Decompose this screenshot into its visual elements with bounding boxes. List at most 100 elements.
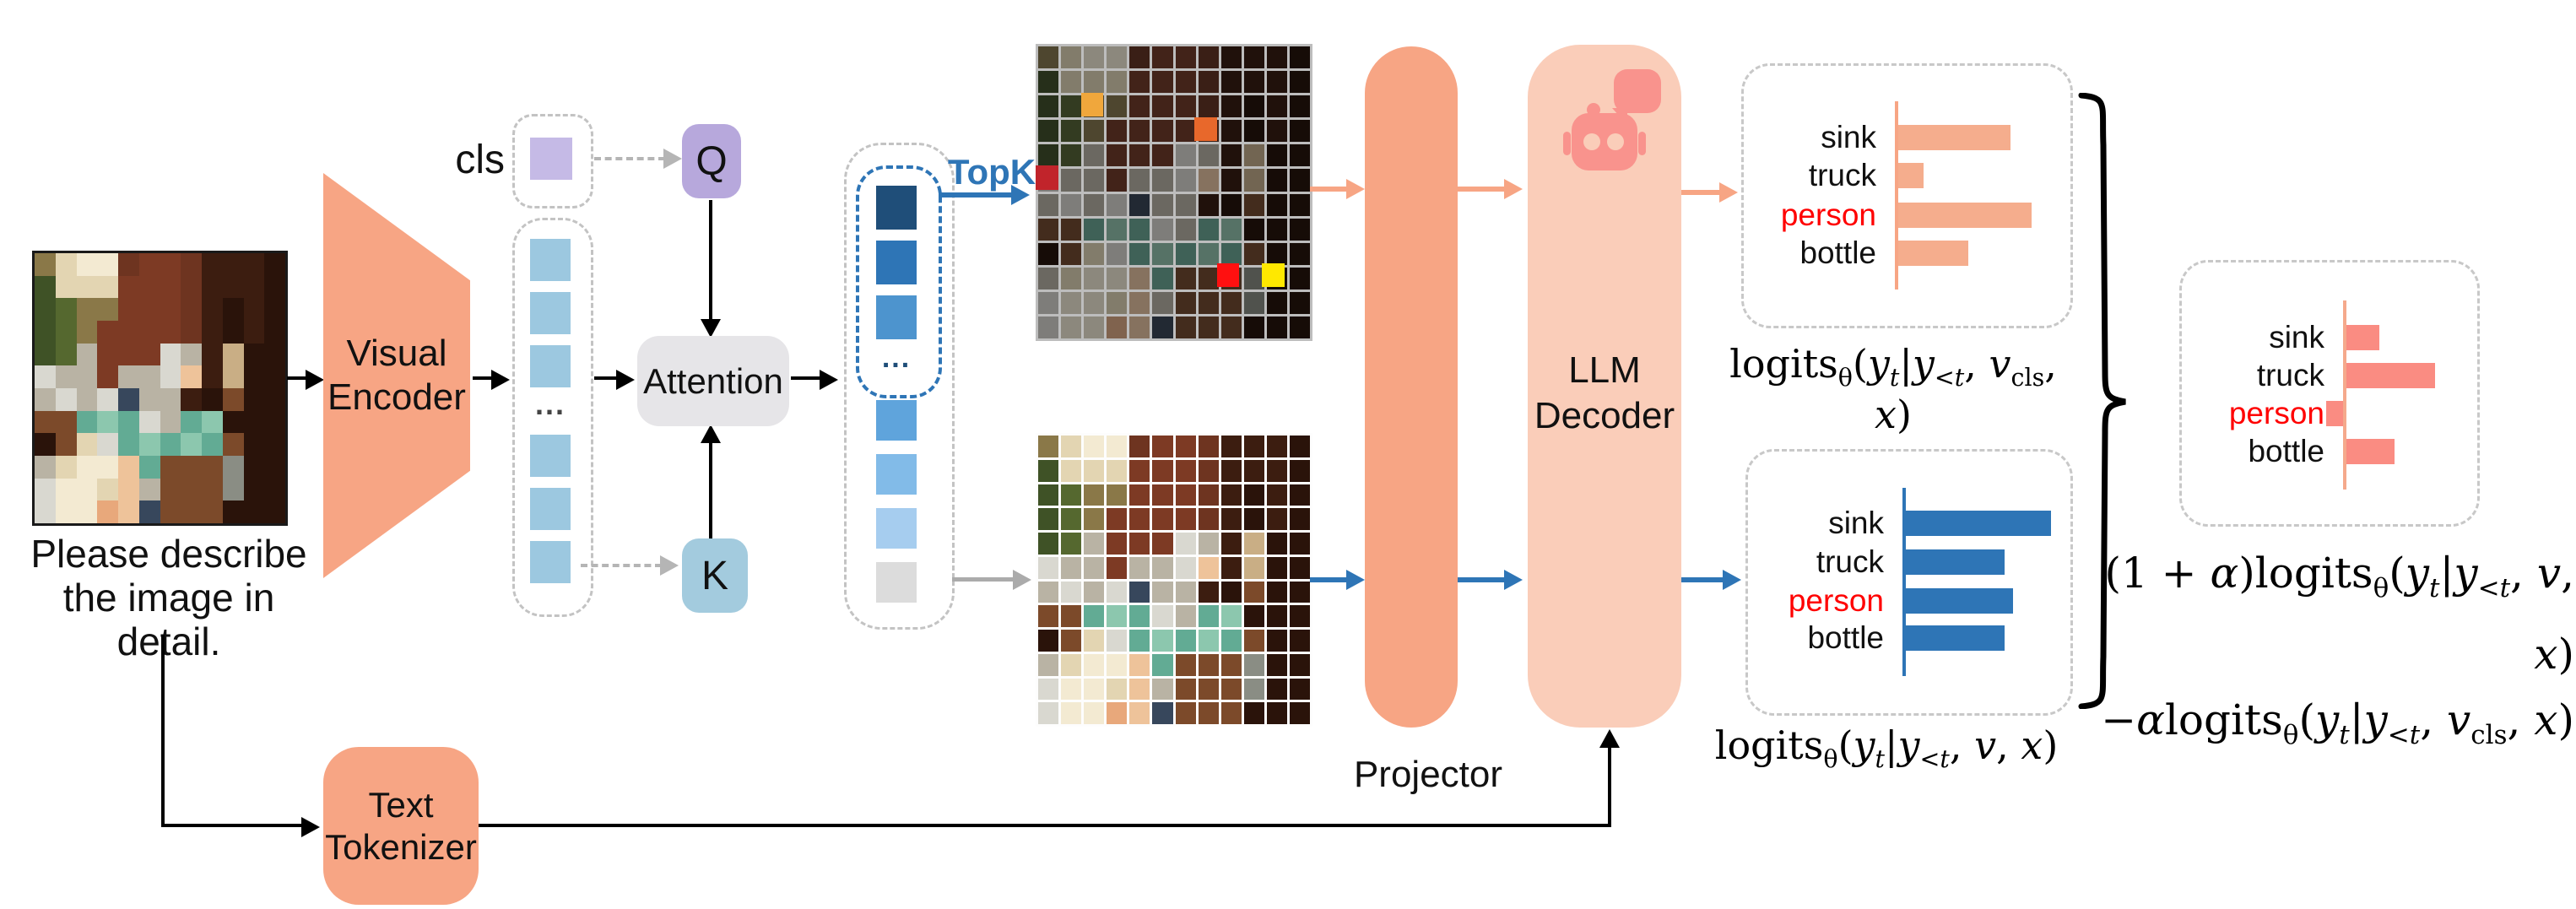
mosaic-cell — [1198, 316, 1219, 338]
mosaic-cell — [76, 253, 98, 276]
mosaic-cell — [1220, 95, 1242, 118]
mosaic-cell — [1220, 436, 1242, 457]
mosaic-cell — [202, 298, 223, 321]
mosaic-cell — [97, 455, 118, 479]
mosaic-cell — [1266, 653, 1287, 676]
mosaic-cell — [1038, 120, 1059, 143]
mosaic-cell — [1061, 533, 1082, 555]
sorted-token — [876, 400, 917, 441]
mosaic-cell — [1220, 291, 1242, 314]
arrow-k-to-attention-head — [701, 425, 721, 443]
mosaic-cell — [1220, 120, 1242, 143]
mosaic-cell — [1175, 267, 1196, 289]
chart-category-label-truck: truck — [1816, 544, 1884, 579]
tokenizer-line-up — [1608, 743, 1611, 827]
mosaic-cell — [1038, 484, 1059, 506]
mosaic-cell — [1243, 436, 1264, 457]
mosaic-cell — [1061, 46, 1082, 69]
mosaic-cell — [76, 365, 98, 388]
mosaic-cell — [1084, 508, 1105, 530]
mosaic-cell — [1198, 533, 1219, 555]
mosaic-cell — [1107, 291, 1128, 314]
mosaic-cell — [1084, 556, 1105, 579]
mosaic-cell — [1175, 120, 1196, 143]
mosaic-cell — [1038, 95, 1059, 118]
mosaic-cell — [97, 500, 118, 523]
chart-category-label-bottle: bottle — [1799, 235, 1876, 270]
cls-logits-formula: logitsθ(yt|y<t, vcls, x) — [1729, 341, 2057, 438]
visual-token-column — [512, 218, 593, 617]
mosaic-cell — [1243, 508, 1264, 530]
mosaic-cell — [181, 320, 202, 344]
mosaic-cell — [1107, 193, 1128, 216]
mosaic-cell — [202, 433, 223, 456]
chart-bar-sink — [1906, 511, 2051, 536]
mosaic-cell — [1061, 436, 1082, 457]
mosaic-cell — [118, 455, 139, 479]
key-label: K — [701, 553, 728, 598]
chart-category-label-person: person — [2228, 396, 2324, 430]
mosaic-cell — [264, 478, 285, 501]
visual-encoder-label-2: Encoder — [327, 376, 466, 418]
mosaic-cell — [1289, 218, 1310, 241]
mosaic-cell — [1152, 533, 1173, 555]
sorted-token-topk — [876, 186, 917, 230]
mosaic-cell — [1175, 95, 1196, 118]
robot-head — [1572, 113, 1637, 170]
robot-ear-left — [1563, 132, 1571, 155]
mosaic-cell — [1152, 316, 1173, 338]
mosaic-cell — [76, 478, 98, 501]
chart-category-label-person: person — [1788, 583, 1884, 618]
mosaic-cell — [1243, 533, 1264, 555]
mosaic-cell — [1289, 144, 1310, 167]
mosaic-cell — [1220, 678, 1242, 701]
mosaic-cell — [1152, 242, 1173, 265]
mosaic-cell — [1289, 678, 1310, 701]
mosaic-cell — [1266, 678, 1287, 701]
mosaic-cell — [1243, 605, 1264, 627]
mosaic-cell — [1129, 605, 1150, 627]
mosaic-cell — [1061, 316, 1082, 338]
mosaic-cell — [1198, 218, 1219, 241]
mosaic-cell — [222, 455, 244, 479]
mosaic-cell — [1198, 484, 1219, 506]
mosaic-cell — [222, 320, 244, 344]
mosaic-cell — [1243, 144, 1264, 167]
mosaic-cell — [1107, 702, 1128, 724]
mosaic-cell — [202, 365, 223, 388]
mosaic-cell — [222, 298, 244, 321]
mosaic-cell — [1038, 436, 1059, 457]
arrow-tokens-to-k — [581, 564, 662, 567]
mosaic-cell — [1220, 242, 1242, 265]
mosaic-cell — [1220, 605, 1242, 627]
mosaic-cell — [1266, 71, 1287, 94]
mosaic-cell — [222, 410, 244, 434]
mosaic-cell — [35, 478, 56, 501]
mosaic-cell — [35, 387, 56, 411]
mosaic-cell — [1175, 581, 1196, 603]
mosaic-cell — [1061, 291, 1082, 314]
mosaic-cell — [1266, 218, 1287, 241]
chart-bar-sink — [2346, 325, 2379, 350]
mosaic-cell — [1038, 605, 1059, 627]
mosaic-cell — [35, 365, 56, 388]
mosaic-cell — [1175, 144, 1196, 167]
mosaic-cell — [97, 343, 118, 366]
mosaic-cell — [1243, 581, 1264, 603]
mosaic-cell — [1243, 678, 1264, 701]
mosaic-cell — [76, 275, 98, 299]
mosaic-cell — [55, 365, 77, 388]
arrow-clsgrid-to-projector-head — [1346, 179, 1365, 199]
mosaic-cell — [1289, 581, 1310, 603]
mosaic-cell — [1243, 556, 1264, 579]
mosaic-cell — [1061, 459, 1082, 482]
chart-category-label-sink: sink — [1828, 506, 1884, 540]
visual-token — [530, 488, 571, 530]
mosaic-cell — [1107, 508, 1128, 530]
mosaic-cell — [1198, 267, 1219, 289]
arrow-k-to-attention — [709, 432, 712, 538]
mosaic-cell — [181, 410, 202, 434]
cls-attention-grid-image — [1036, 44, 1312, 341]
mosaic-cell — [1084, 678, 1105, 701]
